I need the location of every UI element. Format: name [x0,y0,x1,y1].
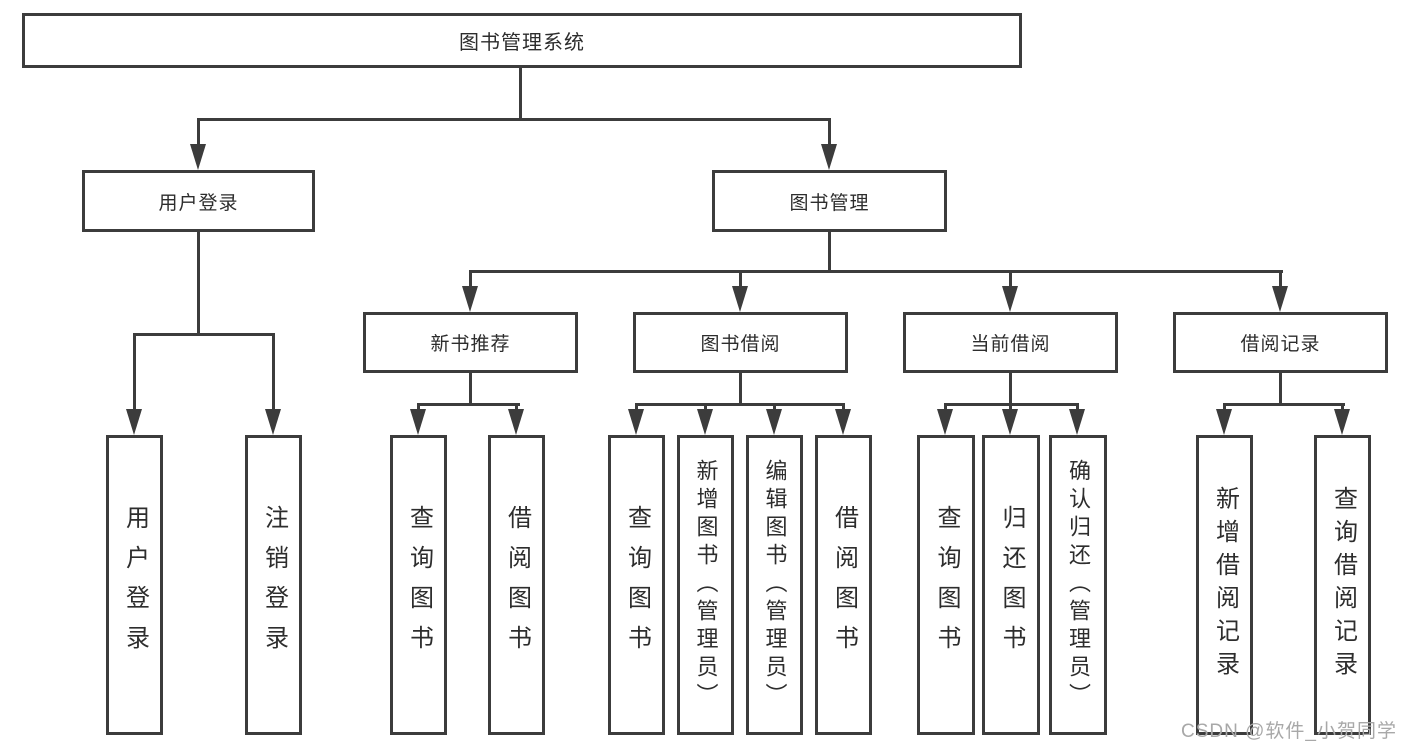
arrowhead-down-icon [1272,286,1288,312]
node-user-login: 用户登录 [82,170,315,232]
arrowhead-down-icon [126,409,142,435]
node-label: 确认归还（管理员） [1066,459,1091,711]
arrowhead-down-icon [410,409,426,435]
node-label: 查询图书 [933,505,960,665]
connector-drop [133,333,136,411]
arrowhead-down-icon [732,286,748,312]
node-label: 图书管理 [789,192,870,214]
arrowhead-down-icon [1334,409,1350,435]
connector-drop [1279,270,1282,288]
csdn-watermark: CSDN @软件_小贺同学 [1181,721,1397,742]
connector-drop [773,403,776,411]
arrowhead-down-icon [628,409,644,435]
leaf-query-borrow-record: 查询借阅记录 [1314,435,1371,735]
arrowhead-down-icon [766,409,782,435]
connector-rail [1223,403,1345,406]
arrowhead-down-icon [697,409,713,435]
connector-drop [1076,403,1079,411]
leaf-borrow-books-recommend: 借阅图书 [488,435,545,735]
node-label: 新书推荐 [430,334,511,355]
leaf-add-borrow-record: 新增借阅记录 [1196,435,1253,735]
connector-drop [704,403,707,411]
connector-rail [417,403,520,406]
connector-root-stem [519,68,522,120]
node-label: 查询图书 [623,505,651,665]
connector-drop [842,403,845,411]
connector-rail [133,333,275,336]
leaf-query-books-borrow: 查询图书 [608,435,665,735]
node-book-management: 图书管理 [712,170,947,232]
arrowhead-down-icon [1069,409,1085,435]
connector-rail [635,403,845,406]
leaf-query-books-recommend: 查询图书 [390,435,447,735]
node-label: 借阅图书 [830,505,858,665]
node-label: 借阅记录 [1240,334,1321,355]
connector-rail [469,270,1283,273]
connector-drop [1341,403,1344,411]
node-label: 编辑图书（管理员） [762,459,788,711]
node-library-management-system: 图书管理系统 [22,13,1022,68]
node-label: 归还图书 [998,505,1025,665]
leaf-confirm-return-admin: 确认归还（管理员） [1049,435,1107,735]
node-label: 新增图书（管理员） [693,459,719,711]
connector-stem [739,373,742,406]
node-label: 图书管理系统 [459,32,585,54]
connector-stem [1009,373,1012,406]
arrowhead-down-icon [1002,286,1018,312]
connector-stem [469,373,472,406]
connector-stem [1279,373,1282,406]
connector-drop [272,333,275,411]
arrowhead-down-icon [508,409,524,435]
node-label: 借阅图书 [503,505,531,665]
leaf-edit-books-admin: 编辑图书（管理员） [746,435,803,735]
leaf-borrow-books: 借阅图书 [815,435,872,735]
node-label: 注销登录 [260,505,288,665]
connector-drop [469,270,472,288]
leaf-return-books: 归还图书 [982,435,1040,735]
arrowhead-down-icon [265,409,281,435]
node-book-borrow: 图书借阅 [633,312,848,373]
node-label: 新增借阅记录 [1211,486,1239,684]
connector-drop [197,118,200,144]
node-label: 当前借阅 [970,334,1051,355]
connector-drop [417,403,420,411]
node-new-book-recommend: 新书推荐 [363,312,578,373]
node-label: 查询图书 [405,505,433,665]
arrowhead-down-icon [1216,409,1232,435]
connector-stem [197,232,200,336]
node-borrow-records: 借阅记录 [1173,312,1388,373]
arrowhead-down-icon [937,409,953,435]
connector-drop [635,403,638,411]
connector-root-rail [197,118,831,121]
node-label: 用户登录 [158,192,239,214]
connector-drop [1009,270,1012,288]
connector-drop [1223,403,1226,411]
arrowhead-down-icon [462,286,478,312]
leaf-logout: 注销登录 [245,435,302,735]
arrowhead-down-icon [190,144,206,170]
connector-drop [1009,403,1012,411]
leaf-add-books-admin: 新增图书（管理员） [677,435,734,735]
node-label: 图书借阅 [700,334,781,355]
connector-stem [828,232,831,273]
connector-drop [515,403,518,411]
connector-drop [828,118,831,144]
connector-drop [944,403,947,411]
arrowhead-down-icon [1002,409,1018,435]
arrowhead-down-icon [821,144,837,170]
leaf-user-login: 用户登录 [106,435,163,735]
node-current-borrow: 当前借阅 [903,312,1118,373]
node-label: 用户登录 [121,505,149,665]
leaf-query-books-current: 查询图书 [917,435,975,735]
connector-drop [739,270,742,288]
node-label: 查询借阅记录 [1329,486,1357,684]
arrowhead-down-icon [835,409,851,435]
